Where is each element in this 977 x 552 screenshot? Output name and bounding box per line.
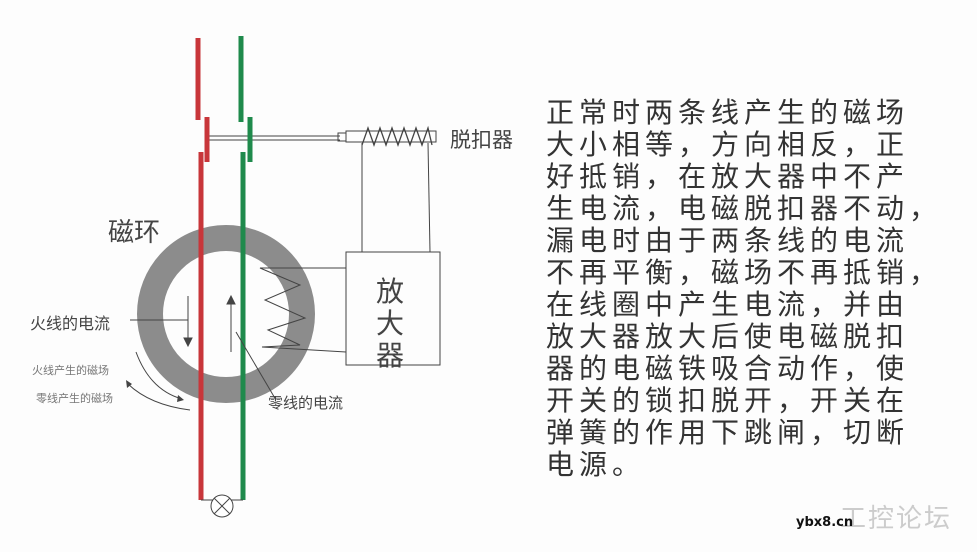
lamp-icon <box>210 494 234 518</box>
description-line: 不再平衡，磁场不再抵销， <box>546 256 943 289</box>
neutral-field-arrow <box>127 383 191 411</box>
description-line: 好抵销，在放大器中不产 <box>546 160 910 193</box>
magnetic-ring <box>137 225 315 403</box>
trip-coil <box>361 125 433 147</box>
description-line: 大小相等，方向相反，正 <box>546 128 910 161</box>
description-text: 正常时两条线产生的磁场 大小相等，方向相反，正 好抵销，在放大器中不产 生电流，… <box>546 97 966 481</box>
description-line: 正常时两条线产生的磁场 <box>546 96 910 129</box>
coil-wire-right <box>427 142 431 253</box>
amplifier-label-3: 器 <box>376 339 405 372</box>
description-line: 生电流，电磁脱扣器不动， <box>546 192 943 225</box>
neutral-current-label: 零线的电流 <box>268 394 344 412</box>
description-line: 漏电时由于两条线的电流 <box>546 224 910 257</box>
description-line: 电源。 <box>546 448 646 481</box>
description-line: 器的电磁铁吸合动作，使 <box>546 352 910 385</box>
neutral-current-arrow <box>226 294 277 401</box>
amplifier-label-1: 放 <box>376 275 405 308</box>
sense-coil <box>259 267 347 353</box>
amplifier-label-2: 大 <box>376 307 405 340</box>
live-field-arrow <box>135 351 183 400</box>
neutral-field-label: 零线产生的磁场 <box>36 392 113 405</box>
watermark-name: 工控论坛 <box>840 504 953 534</box>
description-line: 在线圈中产生电流，并由 <box>546 288 910 321</box>
amplifier-box <box>345 251 441 366</box>
trip-label: 脱扣器 <box>450 128 513 152</box>
ring-label: 磁环 <box>108 218 161 248</box>
description-line: 开关的锁扣脱开，开关在 <box>546 384 910 417</box>
watermark-site: ybx8.cn <box>796 515 854 530</box>
live-current-label: 火线的电流 <box>30 314 111 333</box>
live-wire <box>195 38 210 500</box>
live-field-label: 火线产生的磁场 <box>32 364 109 377</box>
description-line: 弹簧的作用下跳闸，切断 <box>546 416 910 449</box>
neutral-wire <box>238 36 253 500</box>
description-line: 放大器放大后使电磁脱扣 <box>546 320 910 353</box>
live-current-arrow <box>130 296 193 348</box>
